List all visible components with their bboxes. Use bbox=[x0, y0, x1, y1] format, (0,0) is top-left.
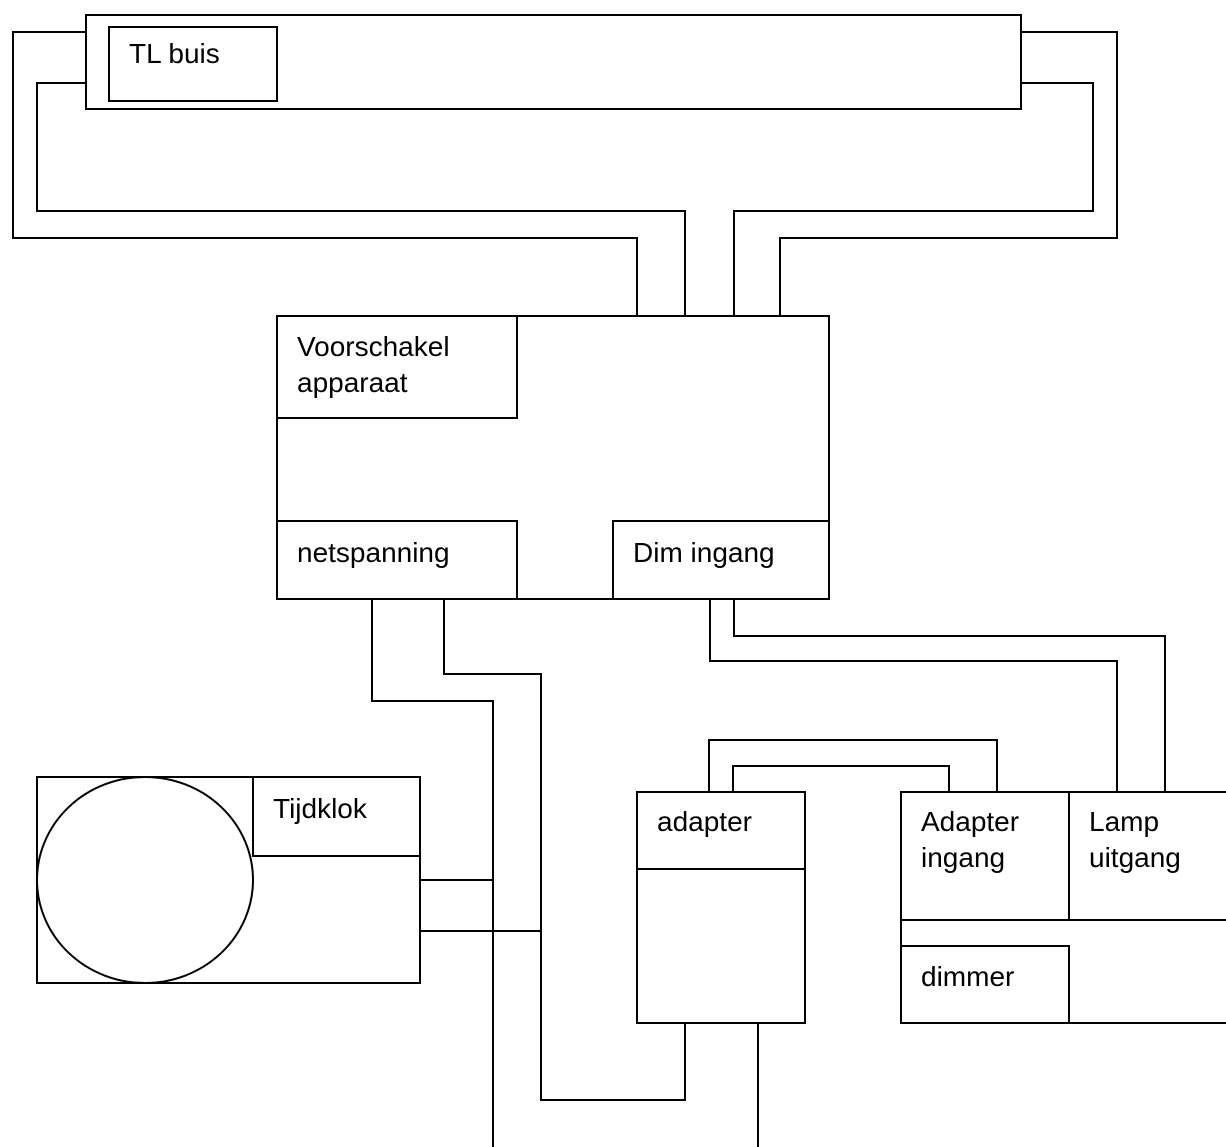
timer: Tijdklok bbox=[36, 776, 421, 984]
lamp-output-label-line2: uitgang bbox=[1089, 842, 1181, 873]
lamp-output-box bbox=[1068, 791, 1226, 921]
adapter-label: adapter bbox=[657, 806, 752, 837]
wire-dim-inner bbox=[733, 598, 1166, 792]
dimmer-label: dimmer bbox=[921, 961, 1014, 992]
ballast-label-line1: Voorschakel bbox=[297, 331, 450, 362]
wire-tube-left-outer bbox=[12, 31, 638, 316]
tl-tube-label-box bbox=[108, 26, 278, 102]
dimmer-unit: Adapter ingang Lamp uitgang dimmer bbox=[900, 791, 1226, 1024]
timer-label-box bbox=[252, 776, 421, 857]
wire-tube-left-inner bbox=[36, 82, 686, 316]
adapter-input-label-line1: Adapter bbox=[921, 806, 1019, 837]
wire-adapter-outer bbox=[708, 739, 998, 792]
adapter-input-label-line2: ingang bbox=[921, 842, 1005, 873]
wire-tube-right-outer bbox=[779, 31, 1118, 316]
ballast: Voorschakel apparaat netspanning Dim ing… bbox=[276, 315, 830, 600]
tube-ballast-wires bbox=[12, 31, 1118, 316]
dim-wires bbox=[709, 598, 1166, 792]
ballast-label-line2: apparaat bbox=[297, 367, 408, 398]
wire-mains-right bbox=[443, 598, 686, 1101]
adapter: adapter bbox=[636, 791, 806, 1024]
tl-tube-label: TL buis bbox=[129, 38, 220, 69]
tl-tube: TL buis bbox=[85, 14, 1022, 110]
ballast-label-box bbox=[276, 315, 518, 419]
ballast-dim-input-label: Dim ingang bbox=[633, 537, 775, 568]
wire-adapter-inner bbox=[732, 765, 950, 792]
timer-wires bbox=[420, 879, 541, 932]
wire-tube-right-inner bbox=[733, 82, 1094, 316]
wire-mains-left bbox=[371, 598, 494, 1147]
clock-face-icon bbox=[36, 776, 254, 984]
adapter-wires bbox=[708, 739, 998, 792]
ballast-mains-label: netspanning bbox=[297, 537, 450, 568]
wire-dim-outer bbox=[709, 598, 1118, 792]
lamp-output-label-line1: Lamp bbox=[1089, 806, 1159, 837]
adapter-label-box bbox=[636, 791, 806, 870]
timer-label: Tijdklok bbox=[273, 793, 368, 824]
ballast-mains-box bbox=[276, 520, 518, 600]
mains-wires bbox=[371, 598, 759, 1147]
ballast-dim-input-box bbox=[612, 520, 830, 600]
dimmer-label-box bbox=[900, 945, 1070, 1024]
adapter-input-box bbox=[900, 791, 1070, 921]
